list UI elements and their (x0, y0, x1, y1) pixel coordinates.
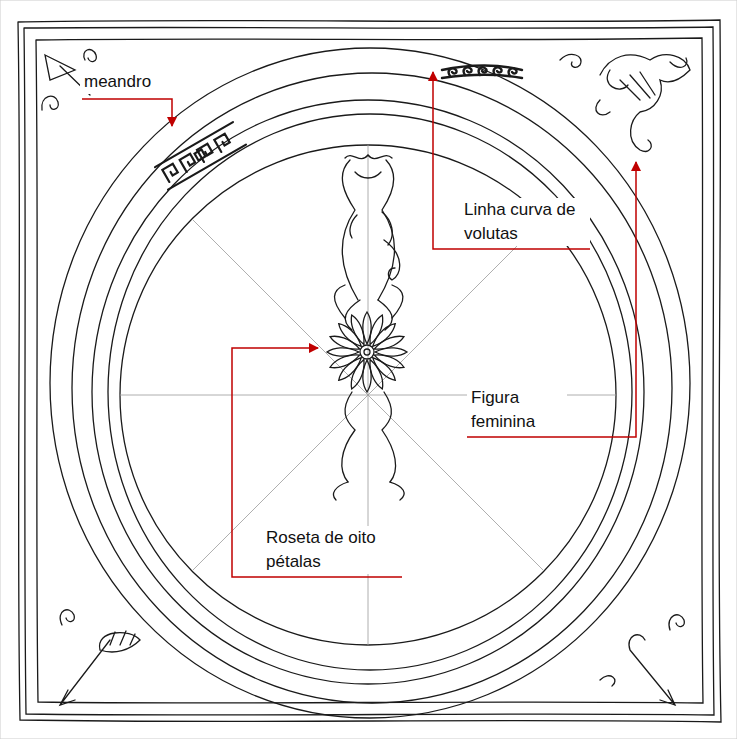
sketch-lines (18, 20, 721, 722)
callout-label: Figura feminina (467, 386, 567, 434)
callout-label: meandro (80, 70, 200, 94)
leader-lines (82, 72, 636, 577)
callout-label: Roseta de oito pétalas (262, 526, 402, 574)
callout-label: Linha curva de volutas (460, 198, 590, 246)
